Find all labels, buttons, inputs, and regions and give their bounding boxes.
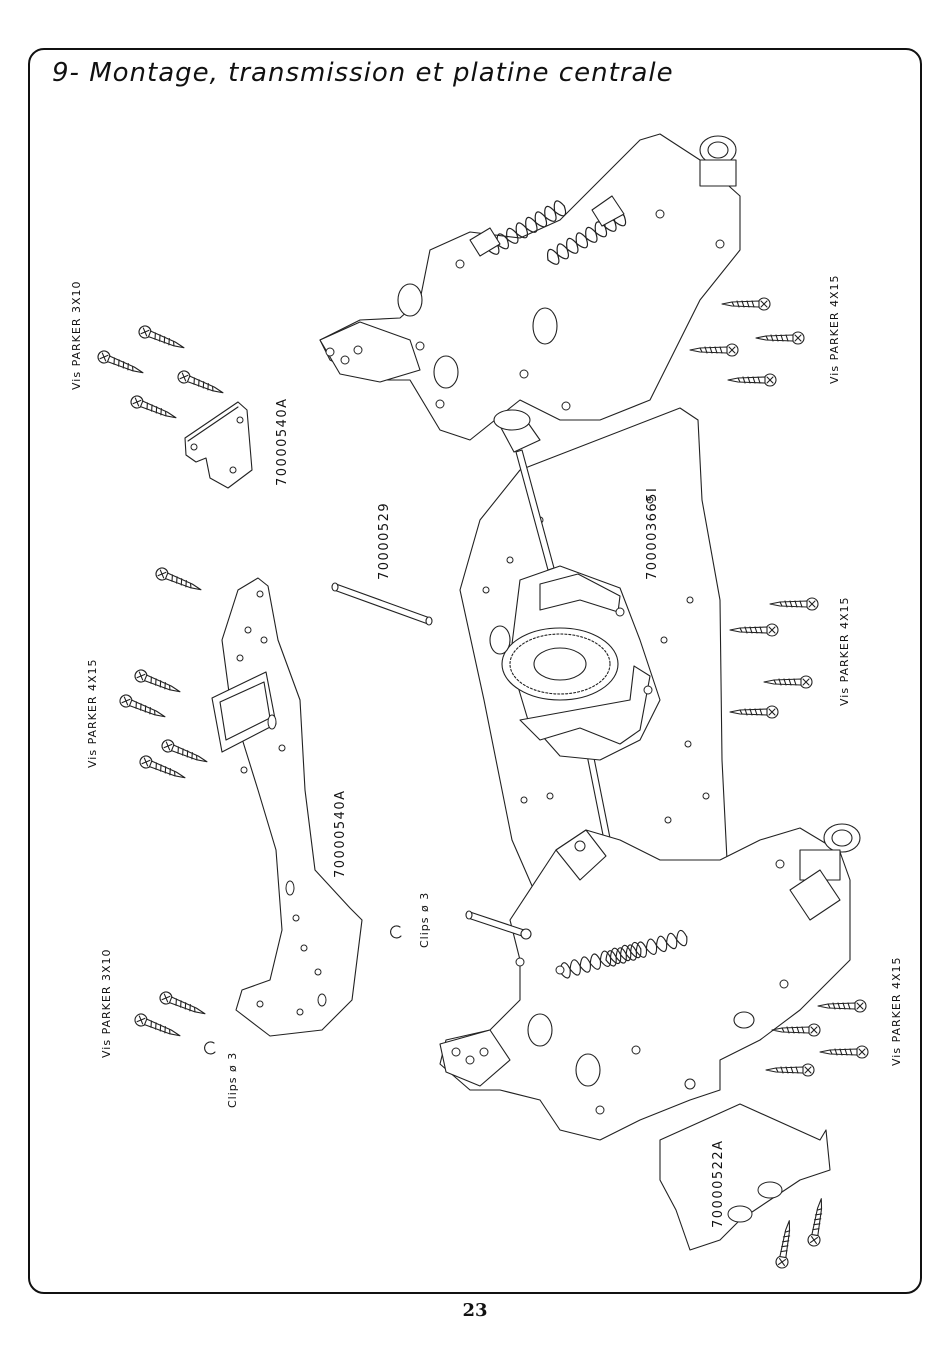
front-assembly [320, 134, 740, 440]
screws-4x15-right-top [690, 298, 804, 386]
screws-rear-plate [775, 1198, 827, 1269]
partnum-chassis-plate: 700003665I [645, 487, 660, 580]
label-vis-3x10-bottom: Vis PARKER 3X10 [100, 949, 113, 1059]
screws-3x10-bottom [133, 990, 207, 1041]
label-vis-3x10-top: Vis PARKER 3X10 [70, 281, 83, 391]
label-vis-4x15-right-bottom: Vis PARKER 4X15 [890, 957, 903, 1067]
screws-4x15-left [118, 566, 209, 783]
screws-3x10-top [96, 324, 225, 423]
shaft-part [332, 583, 432, 625]
rear-assembly [440, 824, 860, 1140]
label-clips-left: Clips ø 3 [226, 1052, 239, 1108]
label-vis-4x15-right-top: Vis PARKER 4X15 [828, 275, 841, 385]
screws-4x15-right-mid [730, 598, 818, 718]
label-clips-mid: Clips ø 3 [418, 892, 431, 948]
bracket-small-part [185, 402, 252, 488]
partnum-shaft: 70000529 [377, 502, 392, 580]
label-vis-4x15-left: Vis PARKER 4X15 [86, 659, 99, 769]
label-vis-4x15-right-mid: Vis PARKER 4X15 [838, 597, 851, 707]
rear-plate-part [660, 1104, 830, 1250]
partnum-bracket-small: 70000540A [275, 397, 290, 486]
clips-left [205, 1042, 215, 1054]
partnum-plate-long: 70000540A [333, 789, 348, 878]
clips-mid [391, 926, 401, 938]
partnum-rear-plate: 70000522A [711, 1139, 726, 1228]
page-number: 23 [0, 1300, 950, 1321]
